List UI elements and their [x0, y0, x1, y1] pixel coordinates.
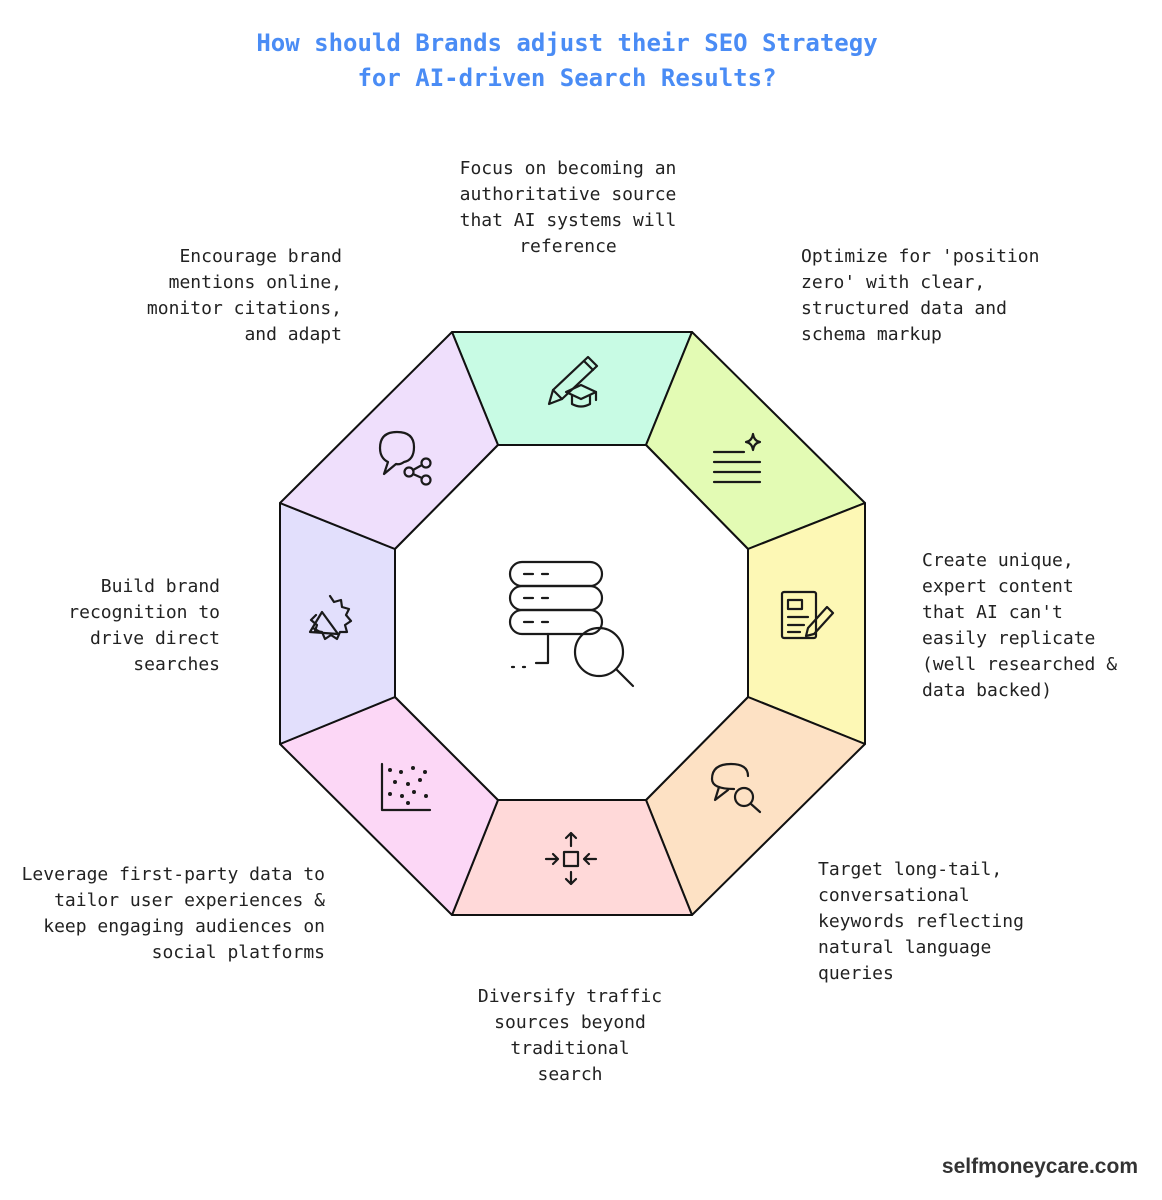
label-bottom-right: Target long-tail, conversational keyword… — [818, 859, 1024, 984]
label-top: Focus on becoming an authoritative sourc… — [459, 158, 677, 257]
database-search-icon — [508, 560, 635, 688]
scatter-dots — [388, 766, 428, 805]
title-line-2: for AI-driven Search Results? — [357, 64, 777, 92]
footer-brand: selfmoneycare.com — [941, 1155, 1138, 1178]
document-edit-icon — [780, 590, 835, 640]
label-left: Build brand recognition to drive direct … — [68, 576, 220, 675]
text-lines-sparkle-icon — [712, 432, 762, 484]
arrows-to-center-icon — [544, 831, 598, 886]
pencil-graduation-cap-icon — [547, 355, 599, 408]
label-bottom: Diversify traffic sources beyond traditi… — [477, 986, 663, 1085]
title-line-1: How should Brands adjust their SEO Strat… — [256, 29, 878, 57]
chat-search-icon — [710, 762, 762, 814]
page-title: How should Brands adjust their SEO Strat… — [0, 26, 1134, 96]
label-top-right: Optimize for 'position zero' with clear,… — [801, 246, 1040, 345]
megaphone-badge-icon — [308, 594, 353, 641]
label-top-left: Encourage brand mentions online, monitor… — [146, 246, 342, 345]
label-bottom-left: Leverage first-party data to tailor user… — [21, 864, 325, 963]
octagon-center — [394, 444, 749, 801]
label-right: Create unique, expert content that AI ca… — [922, 550, 1118, 701]
chat-share-icon — [378, 430, 432, 486]
scatter-plot-icon — [380, 762, 432, 812]
